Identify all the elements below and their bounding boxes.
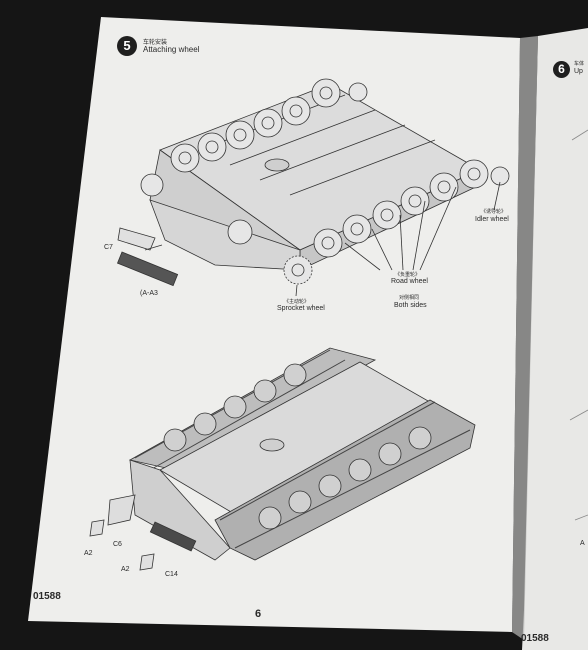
- part-label-a-a3: (A-A3: [140, 290, 158, 297]
- right-step-title-cn: 车体: [574, 61, 585, 67]
- part-label-c7: C7: [104, 244, 113, 251]
- hull-with-tracks-drawing: [89, 347, 476, 571]
- part-label-a2-first: A2: [84, 550, 93, 557]
- road-wheel-label-cn: 《负重轮》: [395, 272, 421, 278]
- step-title-en: Attaching wheel: [143, 45, 200, 54]
- part-label-c6: C6: [113, 541, 122, 548]
- sprocket-label-en: Sprocket wheel: [277, 305, 325, 312]
- part-label-c14: C14: [165, 571, 178, 578]
- hull-with-wheels-drawing: [116, 78, 510, 297]
- idler-label-cn: 《诱导轮》: [481, 209, 507, 215]
- right-margin-letter: A: [580, 540, 585, 547]
- both-sides-label-en: Both sides: [394, 302, 427, 309]
- step-number-badge: 5: [117, 36, 137, 56]
- right-page-paper: [522, 28, 588, 650]
- right-step-number-badge: 6: [553, 61, 570, 78]
- road-wheel-label-en: Road wheel: [391, 278, 428, 285]
- both-sides-label-cn: 对侧相同: [399, 295, 420, 301]
- right-step-title-en: Up: [574, 68, 583, 75]
- idler-label-en: Idler wheel: [475, 216, 509, 223]
- step-title-cn: 车轮安装: [143, 40, 168, 46]
- kit-number-right: 01588: [521, 633, 549, 644]
- page-number: 6: [255, 608, 262, 620]
- part-label-a2-second: A2: [121, 566, 130, 573]
- kit-number-left: 01588: [33, 591, 61, 602]
- sprocket-label-cn: 《主动轮》: [284, 299, 310, 305]
- right-page-drawing: [569, 129, 588, 521]
